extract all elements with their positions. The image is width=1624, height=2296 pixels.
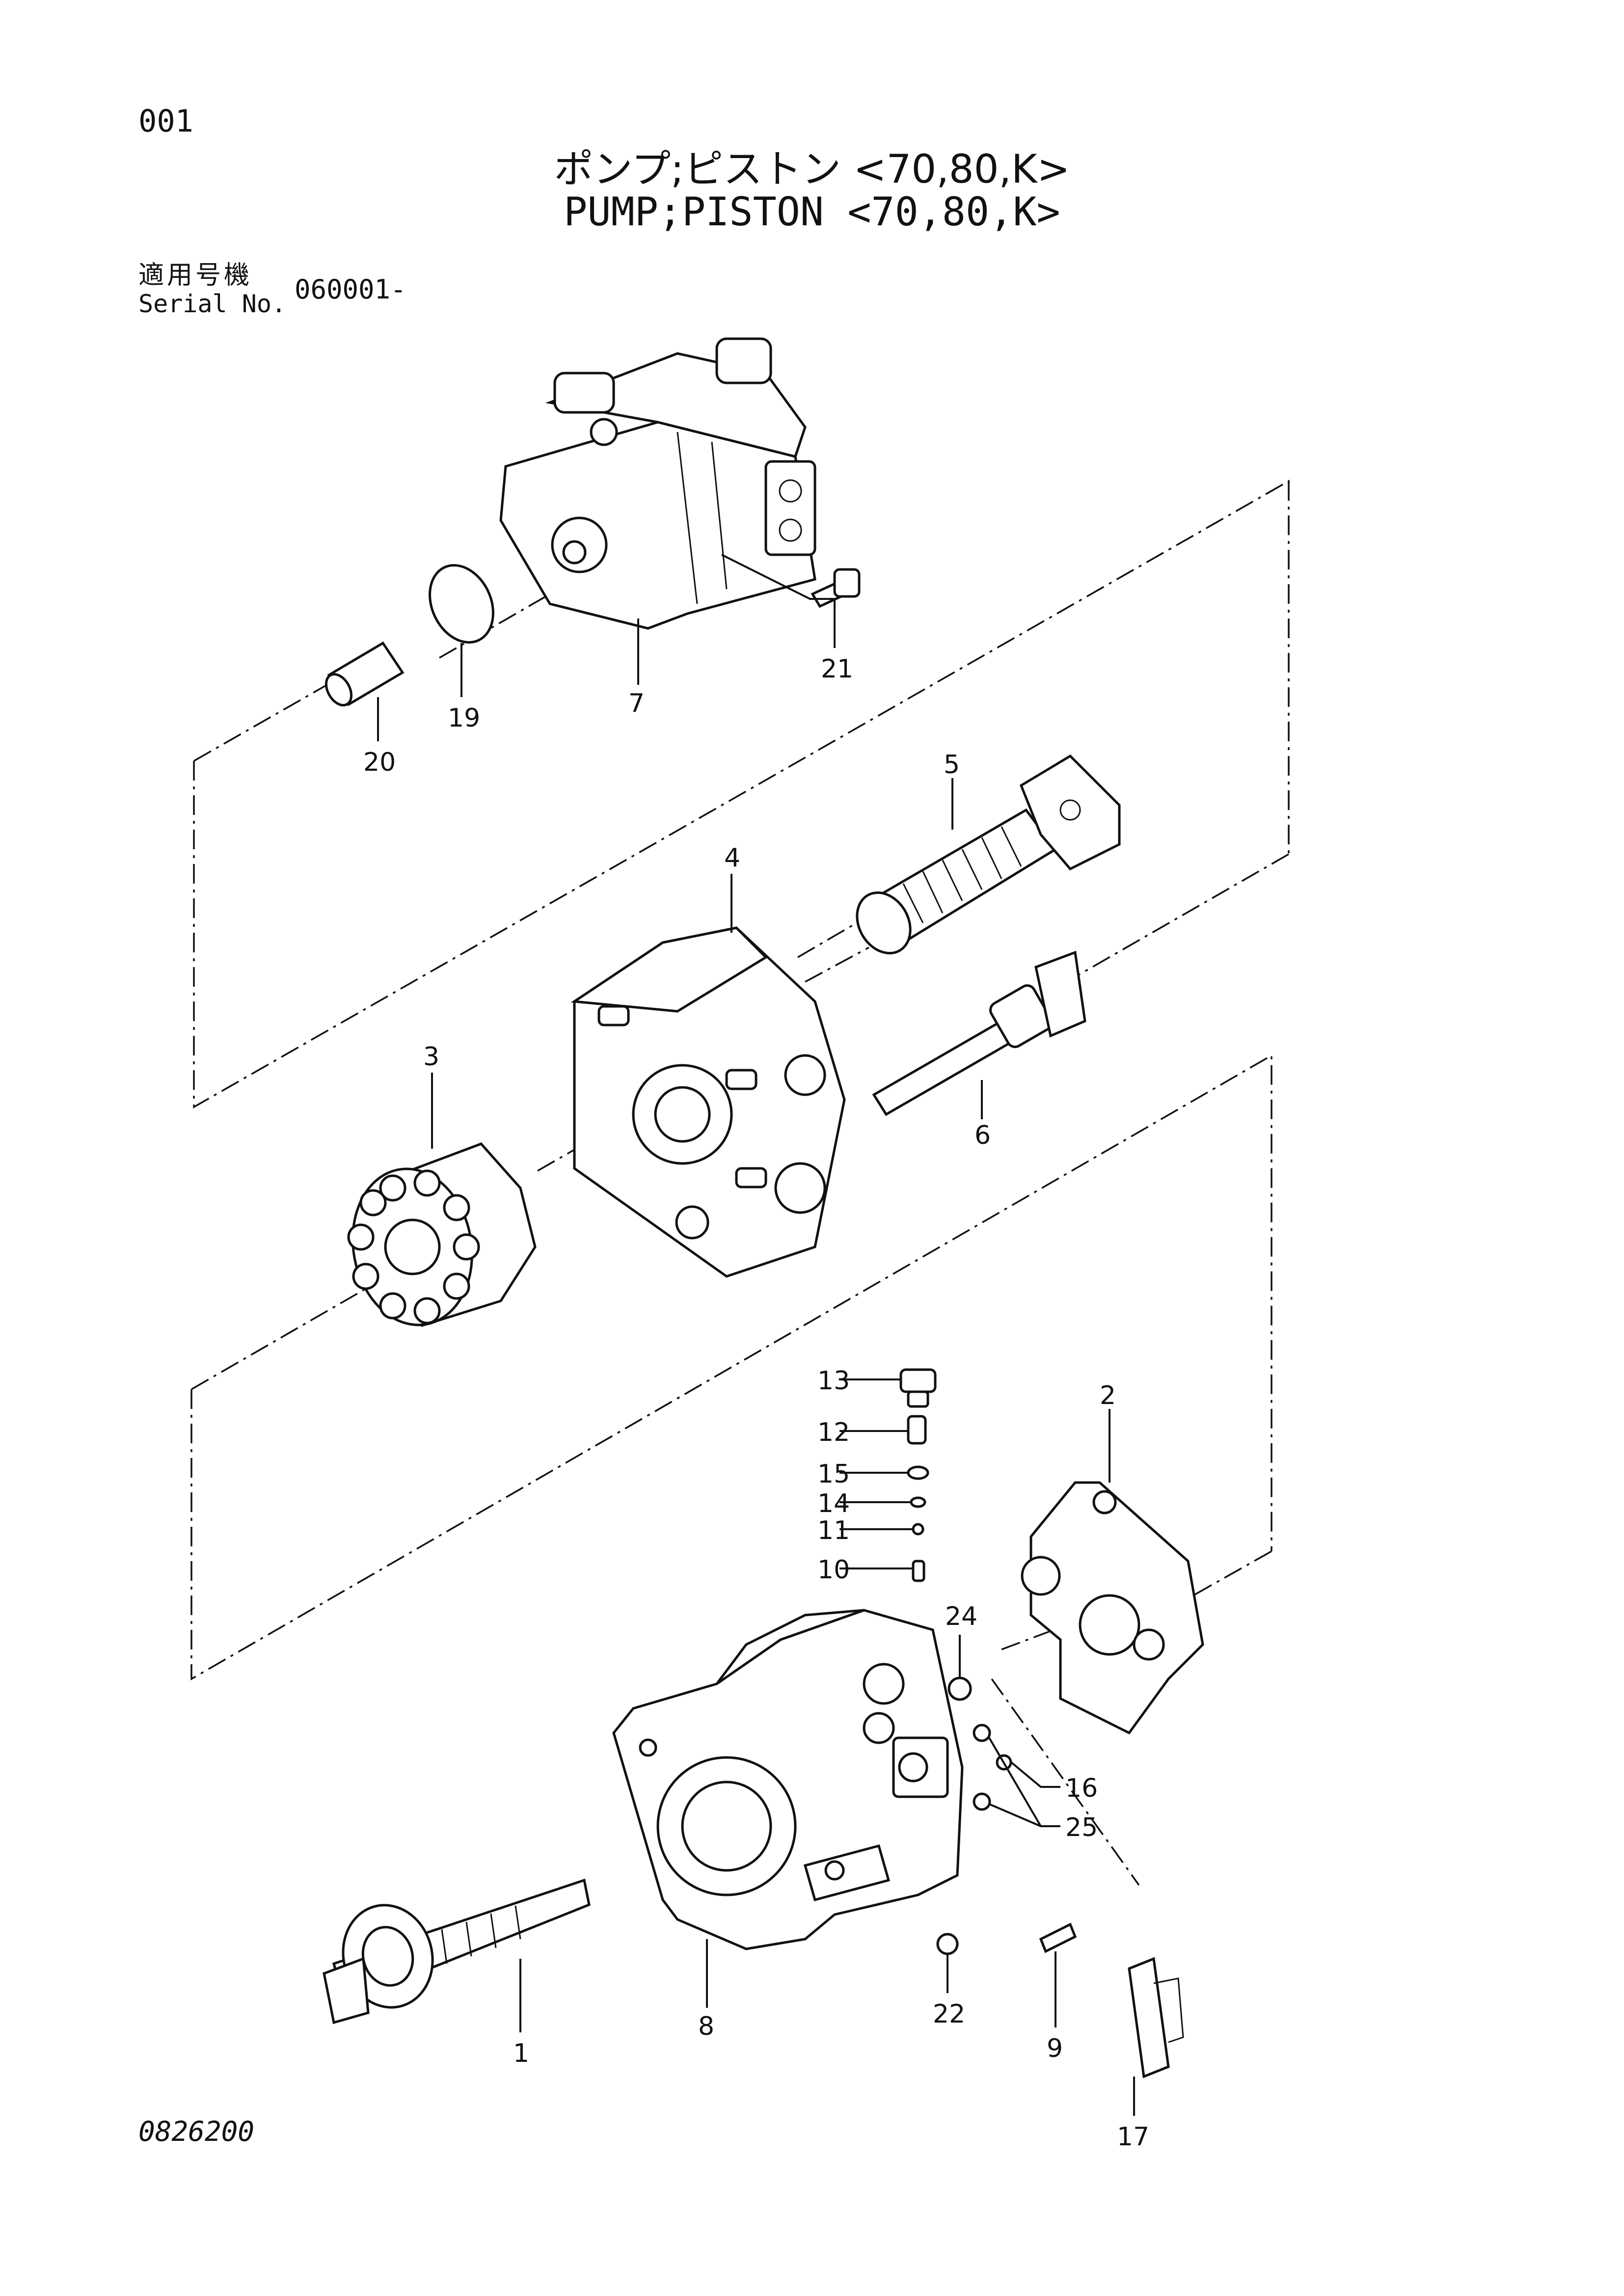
serial-number-value: 060001-: [295, 274, 406, 305]
regulator-part-5: [856, 754, 1121, 955]
callout-1: 1: [513, 2039, 529, 2068]
callout-13: 13: [817, 1366, 850, 1396]
title-japanese: ポンプ;ピストン <70,80,K>: [554, 146, 1070, 192]
pump-assembly-part-7: [499, 337, 816, 630]
callout-2: 2: [1100, 1381, 1116, 1410]
callout-6: 6: [974, 1121, 991, 1150]
page-number: 001: [138, 103, 193, 139]
callout-labels: 1 2 3 4 5 6 7 8 9 10 11 12 13 14 15 16 1…: [363, 654, 1149, 2152]
pump-housing-part-8: [612, 1609, 964, 1950]
orifice-part-12: [907, 1415, 927, 1445]
callout-5: 5: [944, 750, 960, 780]
drive-shaft-part-1: [323, 1878, 591, 2025]
callout-15: 15: [817, 1459, 850, 1489]
callout-10: 10: [817, 1555, 850, 1585]
callout-16: 16: [1065, 1774, 1098, 1803]
cover-plate-part-2: [1021, 1481, 1204, 1735]
callout-7: 7: [628, 689, 645, 718]
callout-4: 4: [724, 843, 740, 873]
callout-12: 12: [817, 1418, 850, 1447]
name-plate-part-17: [1128, 1957, 1184, 2079]
assembly-frame-lower: [190, 1053, 1272, 1681]
callout-14: 14: [817, 1489, 850, 1518]
control-valve-part-6: [872, 950, 1086, 1116]
callout-leaders: [377, 554, 1135, 2116]
bushing-part-20: [325, 641, 405, 706]
plug-part-24: [947, 1676, 972, 1701]
callout-3: 3: [423, 1042, 439, 1072]
drawing-number: 0826200: [138, 2116, 255, 2148]
callout-19: 19: [448, 703, 480, 733]
callout-22: 22: [933, 1999, 965, 2029]
o-ring-part-15: [907, 1465, 929, 1480]
title-english: PUMP;PISTON <70,80,K>: [564, 189, 1060, 235]
callout-25: 25: [1065, 1813, 1098, 1842]
callout-20: 20: [363, 748, 396, 777]
bolt-part-21: [811, 568, 861, 608]
plug-part-13: [899, 1368, 937, 1408]
cylinder-block-part-3: [347, 1142, 537, 1327]
o-ring-part-19: [429, 564, 494, 644]
pin-part-10: [912, 1560, 925, 1582]
fitting-part-9: [1039, 1922, 1077, 1953]
callout-21: 21: [821, 654, 853, 684]
o-ring-part-14: [910, 1496, 926, 1508]
callout-11: 11: [817, 1516, 850, 1545]
callout-8: 8: [698, 2012, 714, 2041]
o-rings-part-25: [973, 1724, 991, 1811]
valve-block-part-4: [570, 926, 846, 1278]
callout-17: 17: [1117, 2122, 1149, 2152]
plug-part-22: [936, 1933, 959, 1955]
serial-label-english: Serial No.: [138, 290, 287, 318]
serial-label-japanese: 適用号機: [138, 261, 253, 290]
callout-24: 24: [945, 1602, 977, 1631]
callout-9: 9: [1047, 2034, 1063, 2063]
ball-part-11: [912, 1523, 924, 1536]
